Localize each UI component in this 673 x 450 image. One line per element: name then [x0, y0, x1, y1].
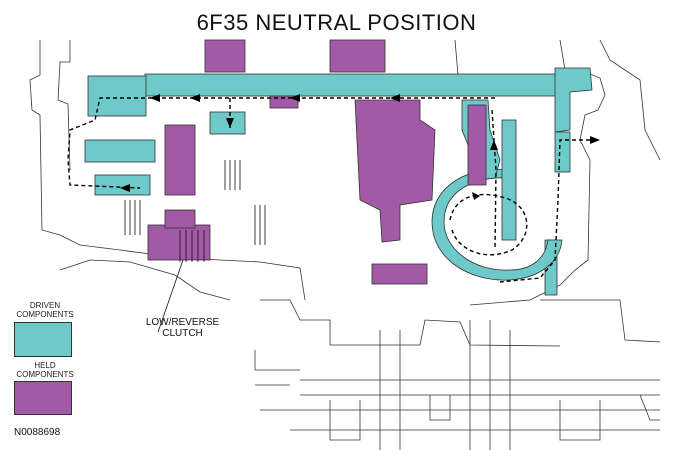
held-components	[147, 39, 487, 285]
legend-driven-line2: COMPONENTS	[16, 310, 74, 319]
legend-driven-label: DRIVEN COMPONENTS	[10, 301, 80, 319]
low-reverse-clutch-label: LOW/REVERSE CLUTCH	[135, 317, 230, 339]
legend-held-swatch	[14, 381, 72, 415]
document-id: N0088698	[14, 427, 61, 438]
legend-held-line1: HELD	[34, 361, 56, 370]
callout-leader-line	[157, 259, 184, 333]
callout-line1: LOW/REVERSE	[145, 317, 220, 328]
callout-line2: CLUTCH	[162, 328, 203, 339]
legend-held-label: HELD COMPONENTS	[10, 361, 80, 379]
driven-components	[84, 67, 593, 296]
legend-driven-swatch	[14, 322, 72, 357]
legend-held-line2: COMPONENTS	[16, 370, 74, 379]
flow-arrows	[120, 94, 600, 200]
legend-driven-line1: DRIVEN	[29, 301, 61, 310]
clutch-plates	[124, 160, 266, 262]
diagram-title: 6F35 NEUTRAL POSITION	[196, 10, 477, 35]
